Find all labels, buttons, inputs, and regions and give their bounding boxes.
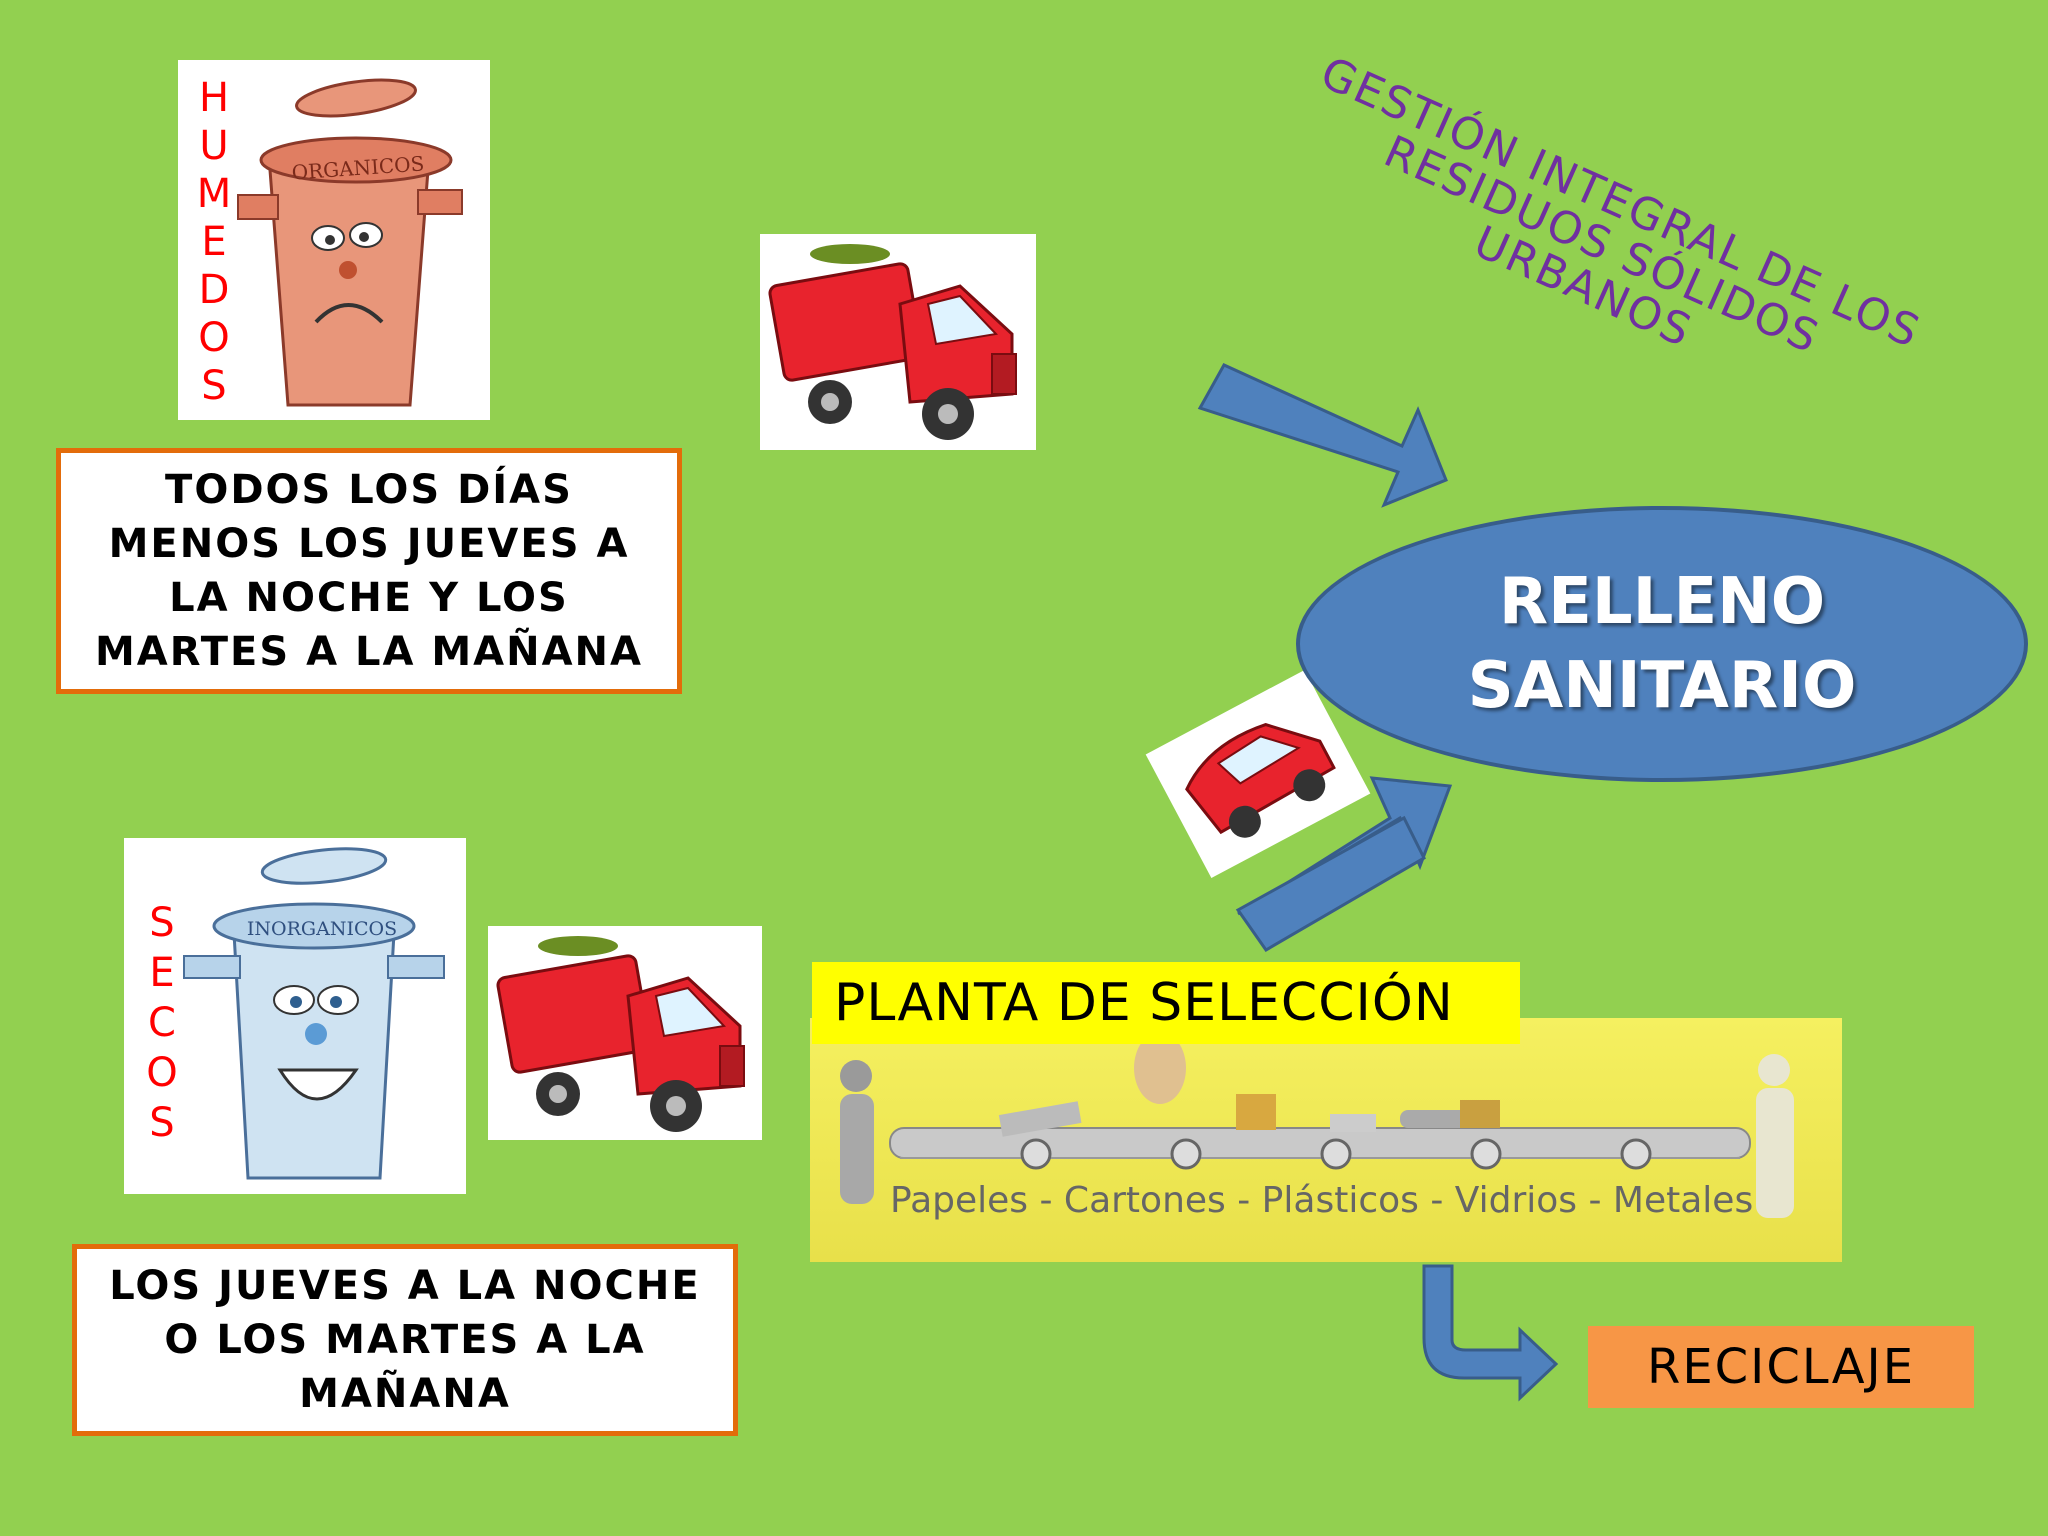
arrow-to-reciclaje (1422, 1264, 1559, 1402)
vertical-letter: C (148, 1000, 176, 1046)
garbage-truck-image-top (760, 234, 1036, 450)
vertical-letter: M (196, 171, 232, 217)
vertical-letter: D (198, 267, 230, 313)
vertical-letter: S (149, 900, 175, 946)
vertical-letter: E (149, 950, 175, 996)
planta-seleccion-label: PLANTA DE SELECCIÓN (812, 962, 1520, 1044)
planta-materials-caption: Papeles - Cartones - Plásticos - Vidrios… (890, 1180, 1754, 1221)
relleno-line-1: RELLENO (1498, 565, 1826, 639)
vertical-letter: H (198, 75, 230, 121)
inorganic-bin-image: INORGANICOS (124, 838, 466, 1194)
small-truck-image (1145, 669, 1371, 879)
vertical-letter: O (198, 315, 230, 361)
secos-schedule-text: LOS JUEVES A LA NOCHE O LOS MARTES A LA … (109, 1263, 701, 1417)
reciclaje-node: RECICLAJE (1588, 1326, 1974, 1408)
vertical-letter: S (149, 1100, 175, 1146)
humedos-schedule-box: TODOS LOS DÍAS MENOS LOS JUEVES A LA NOC… (56, 448, 682, 694)
vertical-letter: U (199, 123, 229, 169)
secos-label-strip (124, 838, 180, 1194)
secos-schedule-box: LOS JUEVES A LA NOCHE O LOS MARTES A LA … (72, 1244, 738, 1436)
planta-conveyor-image (810, 1018, 1842, 1262)
vertical-letter: S (201, 363, 227, 409)
vertical-letter: O (146, 1050, 178, 1096)
organic-bin-image: ORGANICOS (178, 60, 490, 420)
relleno-sanitario-node: RELLENO SANITARIO (1296, 506, 2028, 782)
garbage-truck-image-bottom (488, 926, 762, 1140)
vertical-letter: E (201, 219, 227, 265)
arrow-to-relleno-top (1197, 363, 1448, 508)
arrow-to-relleno-bottom (1235, 776, 1453, 952)
relleno-line-2: SANITARIO (1467, 649, 1857, 723)
humedos-schedule-text: TODOS LOS DÍAS MENOS LOS JUEVES A LA NOC… (95, 467, 643, 675)
inorganic-bin-label: INORGANICOS (246, 918, 398, 940)
